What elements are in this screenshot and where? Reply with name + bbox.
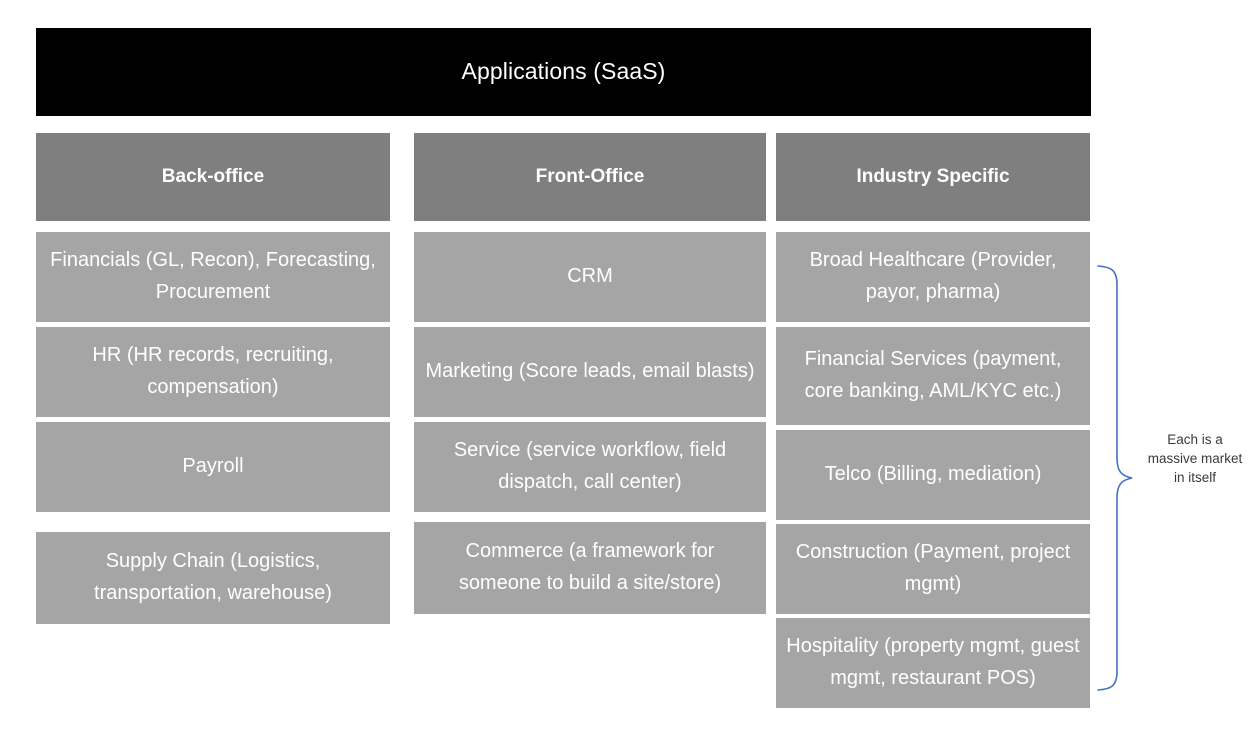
category-cell-label: Broad Healthcare (Provider, payor, pharm…	[809, 249, 1057, 303]
column-header-label: Front-Office	[535, 165, 645, 187]
column-industry-specific: Industry Specific Broad Healthcare (Prov…	[776, 133, 1090, 712]
category-cell[interactable]: Payroll	[36, 422, 390, 512]
category-cell[interactable]: Commerce (a framework for someone to bui…	[414, 522, 766, 614]
category-cell-label: Payroll	[182, 455, 244, 478]
category-cell[interactable]: Financial Services (payment, core bankin…	[776, 327, 1090, 425]
category-cell[interactable]: Service (service workflow, field dispatc…	[414, 422, 766, 512]
category-cell-label: Supply Chain (Logistics, transportation,…	[94, 550, 332, 604]
category-cell[interactable]: Broad Healthcare (Provider, payor, pharm…	[776, 232, 1090, 322]
column-header-front-office: Front-Office	[414, 133, 766, 221]
category-cell-label: CRM	[567, 265, 613, 288]
category-cell-label: Construction (Payment, project mgmt)	[795, 541, 1071, 595]
category-cell-label: Hospitality (property mgmt, guest mgmt, …	[786, 635, 1080, 689]
column-header-label: Industry Specific	[856, 165, 1010, 187]
column-back-office: Back-office Financials (GL, Recon), Fore…	[36, 133, 390, 632]
category-cell[interactable]: Financials (GL, Recon), Forecasting, Pro…	[36, 232, 390, 322]
category-cell-label: Financial Services (payment, core bankin…	[804, 348, 1062, 402]
column-header-back-office: Back-office	[36, 133, 390, 221]
category-cell-label: HR (HR records, recruiting, compensation…	[92, 344, 334, 398]
category-cell-label: Financials (GL, Recon), Forecasting, Pro…	[50, 249, 376, 303]
page-title: Applications (SaaS)	[461, 58, 666, 85]
column-front-office: Front-Office CRM Marketing (Score leads,…	[414, 133, 766, 632]
category-cell[interactable]: Construction (Payment, project mgmt)	[776, 524, 1090, 614]
annotation-text: Each is a massive market in itself	[1147, 432, 1243, 486]
category-cell[interactable]: CRM	[414, 232, 766, 322]
column-header-industry-specific: Industry Specific	[776, 133, 1090, 221]
annotation-group: Each is a massive market in itself	[1096, 262, 1249, 694]
category-cell-label: Telco (Billing, mediation)	[824, 463, 1042, 486]
category-cell-label: Commerce (a framework for someone to bui…	[458, 540, 722, 594]
category-cell[interactable]: HR (HR records, recruiting, compensation…	[36, 327, 390, 417]
column-header-label: Back-office	[161, 165, 265, 187]
right-curly-brace-icon	[1097, 265, 1133, 691]
column-body-industry-specific: Broad Healthcare (Provider, payor, pharm…	[776, 232, 1090, 712]
category-cell[interactable]: Hospitality (property mgmt, guest mgmt, …	[776, 618, 1090, 708]
category-cell[interactable]: Marketing (Score leads, email blasts)	[414, 327, 766, 417]
category-cell-label: Service (service workflow, field dispatc…	[453, 439, 727, 493]
category-cell[interactable]: Telco (Billing, mediation)	[776, 430, 1090, 520]
column-body-front-office: CRM Marketing (Score leads, email blasts…	[414, 232, 766, 632]
column-body-back-office: Financials (GL, Recon), Forecasting, Pro…	[36, 232, 390, 632]
diagram-title-banner: Applications (SaaS)	[36, 28, 1091, 116]
category-cell-label: Marketing (Score leads, email blasts)	[425, 360, 755, 383]
category-cell[interactable]: Supply Chain (Logistics, transportation,…	[36, 532, 390, 624]
